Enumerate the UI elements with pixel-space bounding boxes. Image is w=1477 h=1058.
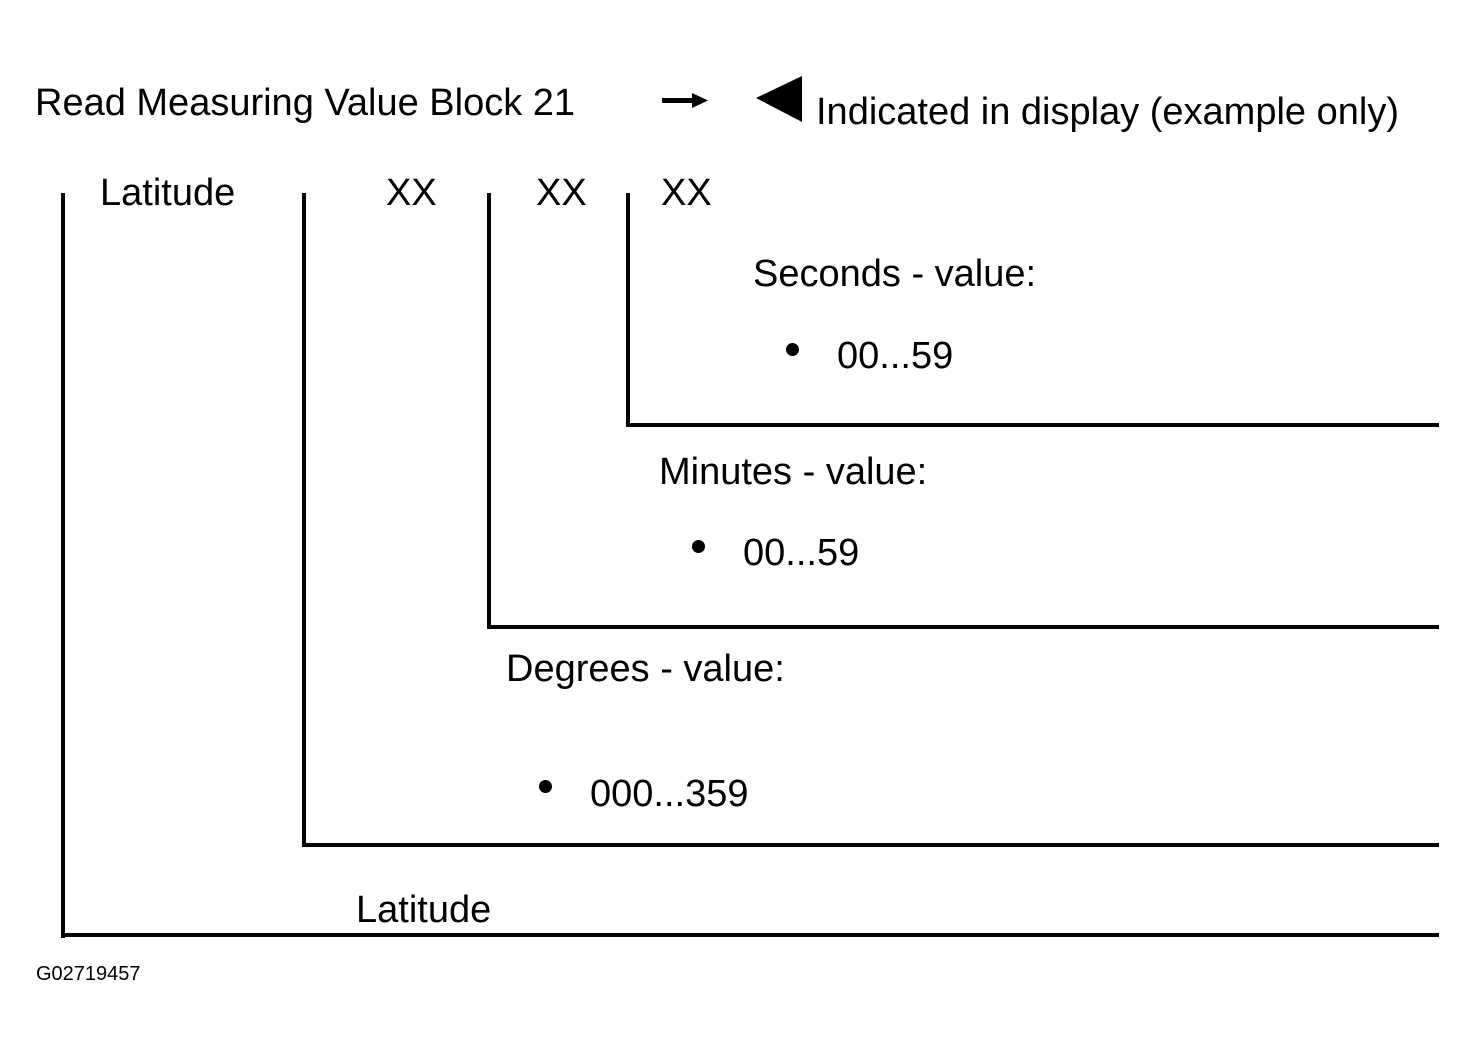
right-arrow-icon: [662, 93, 708, 108]
block-title: Read Measuring Value Block 21: [35, 82, 576, 124]
latitude-label: Latitude: [356, 889, 492, 931]
seconds-bullet: [786, 343, 799, 356]
minutes-range: 00...59: [743, 532, 860, 574]
seconds-bracket-horizontal: [626, 423, 1439, 427]
latitude-bracket-vertical: [61, 193, 65, 938]
figure-id: G02719457: [36, 963, 141, 985]
degrees-bracket-vertical: [302, 193, 306, 847]
seconds-bracket-vertical: [626, 193, 630, 427]
seconds-placeholder: XX: [661, 172, 712, 214]
degrees-bullet: [539, 780, 552, 793]
minutes-label: Minutes - value:: [659, 451, 928, 493]
left-triangle-icon: [756, 76, 802, 122]
degrees-bracket-horizontal: [302, 843, 1439, 847]
degrees-placeholder: XX: [386, 172, 437, 214]
minutes-placeholder: XX: [536, 172, 587, 214]
latitude-bracket-horizontal: [61, 933, 1439, 937]
degrees-label: Degrees - value:: [506, 648, 785, 690]
degrees-range: 000...359: [590, 773, 749, 815]
minutes-bracket-horizontal: [487, 625, 1439, 629]
minutes-bullet: [692, 540, 705, 553]
display-label-latitude: Latitude: [100, 172, 236, 214]
display-note: Indicated in display (example only): [816, 91, 1399, 133]
seconds-label: Seconds - value:: [753, 253, 1037, 295]
minutes-bracket-vertical: [487, 193, 491, 629]
seconds-range: 00...59: [837, 335, 954, 377]
